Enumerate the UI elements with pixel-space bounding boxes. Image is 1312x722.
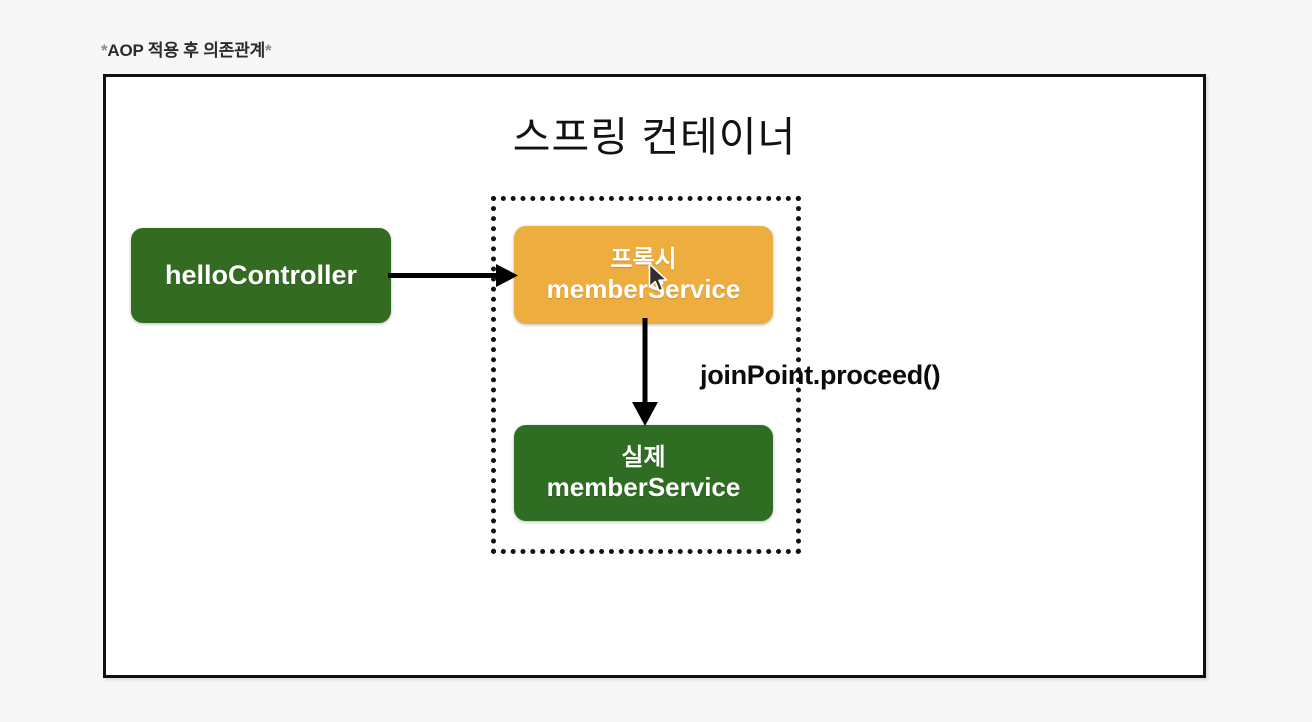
node-real-member-service[interactable]: 실제 memberService	[514, 425, 773, 521]
node-hello-controller-label: helloController	[164, 259, 357, 290]
caption-text: AOP 적용 후 의존관계	[107, 41, 266, 60]
joinpoint-proceed-label: joinPoint.proceed()	[700, 360, 941, 390]
node-proxy-member-service[interactable]: 프록시 memberService	[514, 226, 773, 324]
arrow-controller-to-proxy	[388, 264, 518, 287]
spring-container-frame: 스프링 컨테이너	[103, 74, 1206, 678]
spring-container-title: 스프링 컨테이너	[512, 114, 797, 160]
caption-asterisk-right: *	[265, 41, 272, 60]
slide-caption: *AOP 적용 후 의존관계*	[101, 36, 272, 61]
caption-asterisk-left: *	[101, 41, 108, 60]
arrow-proxy-to-real	[632, 318, 658, 426]
node-real-member-service-line2: memberService	[546, 471, 741, 502]
aop-proxy-boundary	[491, 196, 801, 554]
node-proxy-member-service-line1: 프록시	[610, 245, 677, 273]
node-proxy-member-service-line2: memberService	[546, 273, 741, 304]
node-hello-controller[interactable]: helloController	[131, 228, 391, 323]
node-real-member-service-line1: 실제	[621, 443, 666, 471]
